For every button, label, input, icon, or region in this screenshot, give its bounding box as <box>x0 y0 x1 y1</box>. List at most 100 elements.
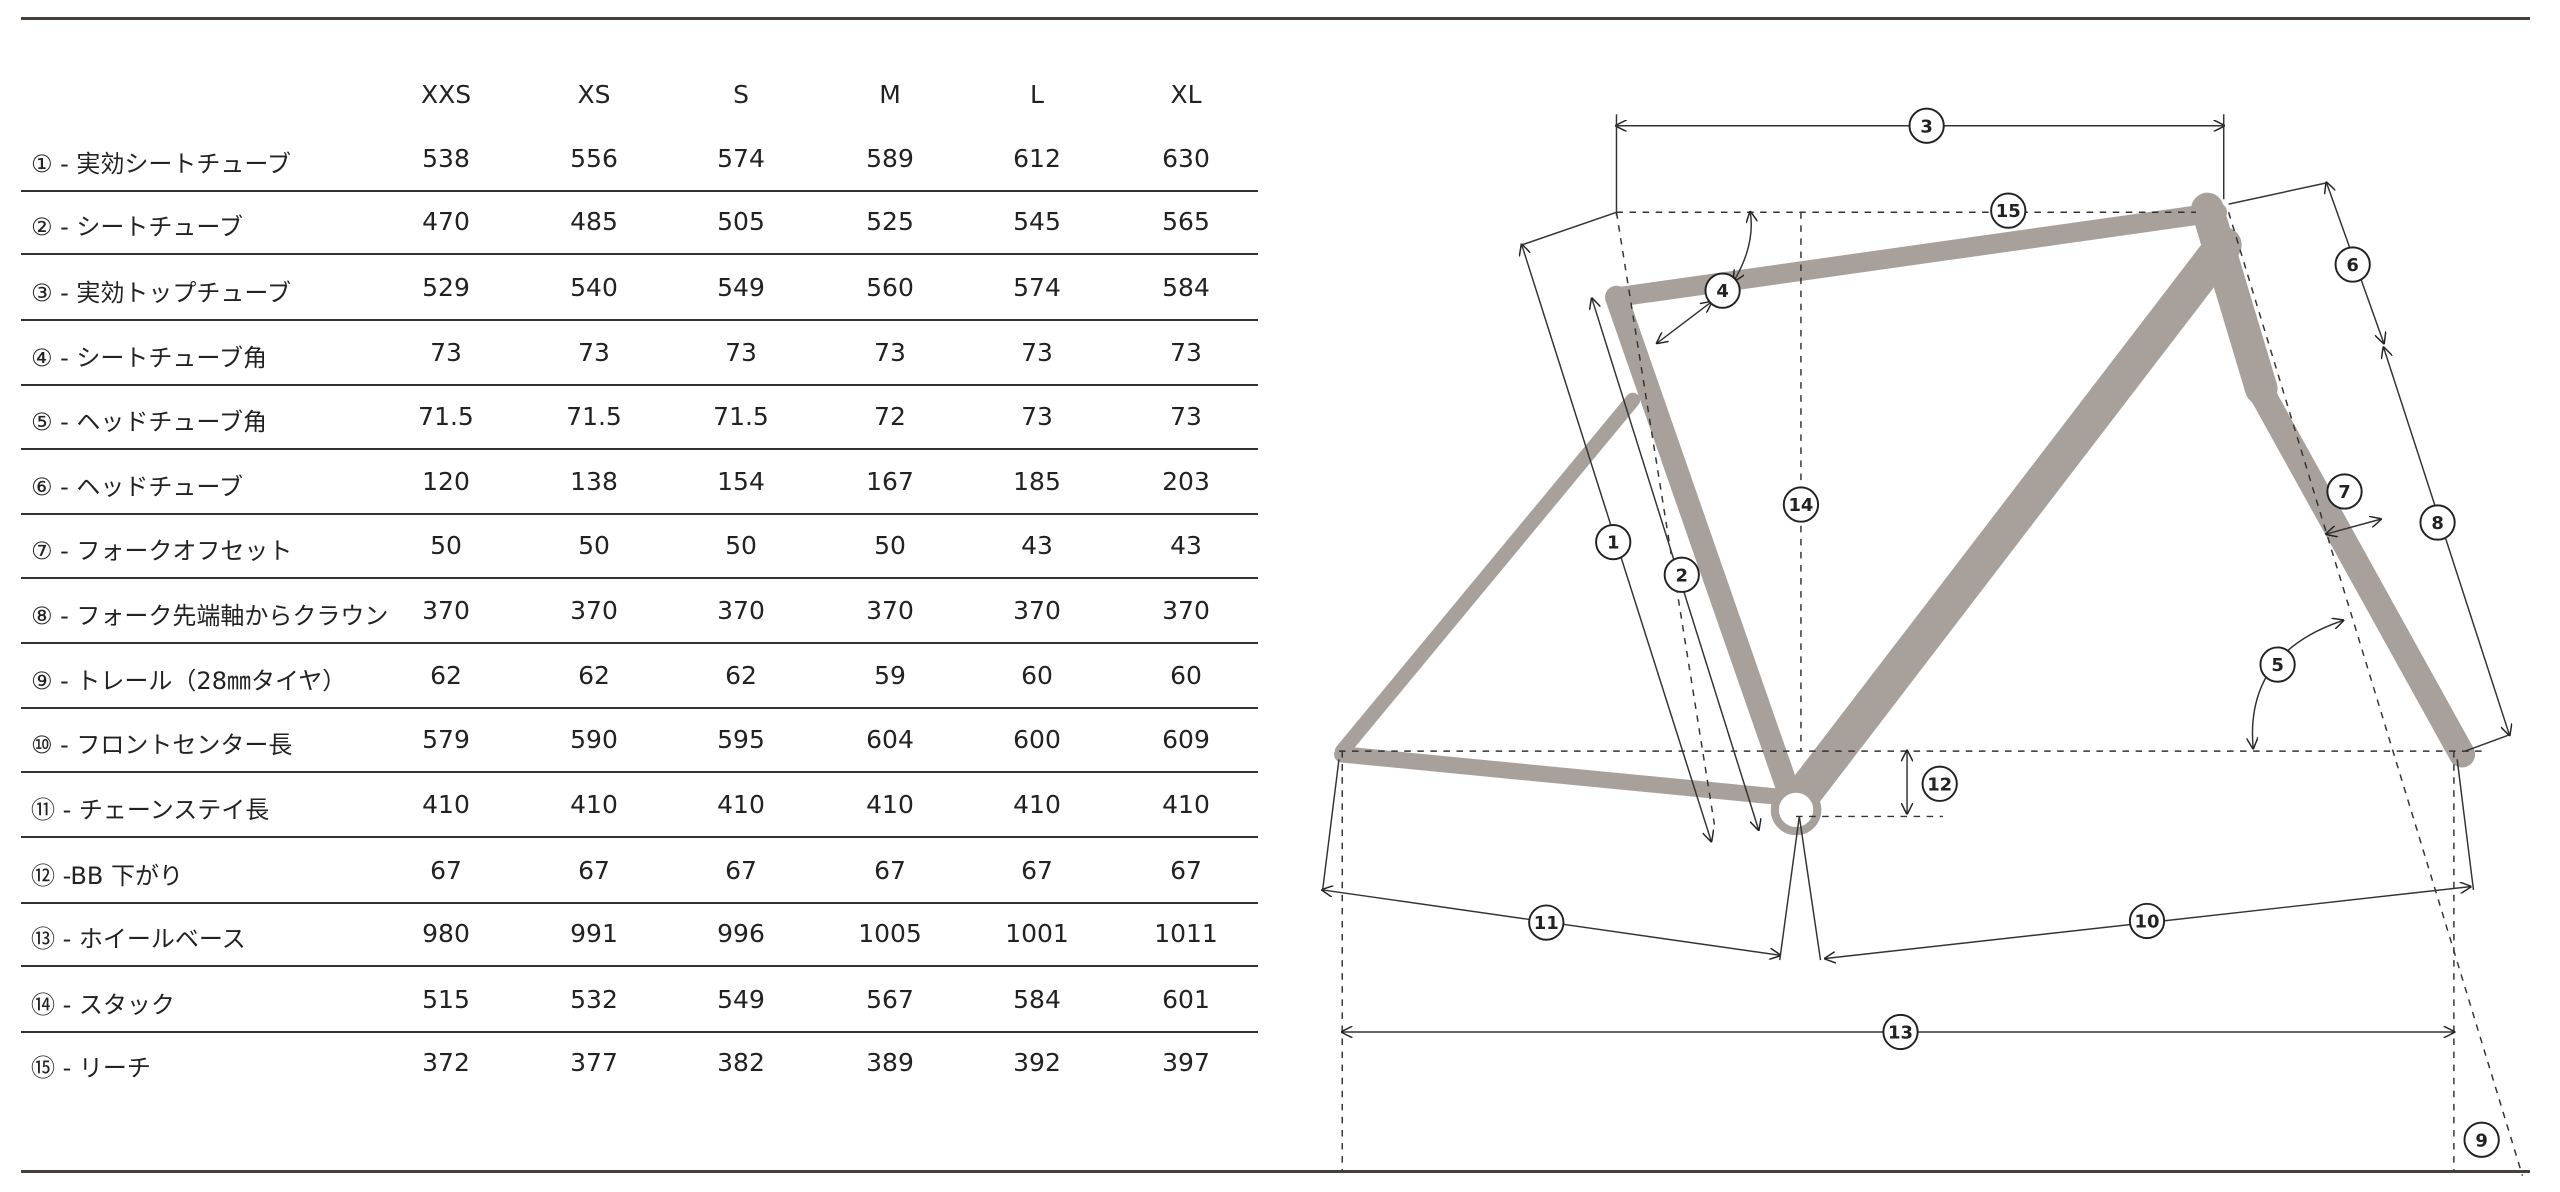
cell-value: 73 <box>1021 338 1053 367</box>
dimension-badge-14: 14 <box>1782 486 1820 523</box>
column-header-m: M <box>879 80 901 109</box>
cell-value: 50 <box>874 531 906 560</box>
cell-value: 505 <box>717 207 765 236</box>
row-label: ⑤ - ヘッドチューブ角 <box>31 408 267 436</box>
cell-value: 73 <box>578 338 610 367</box>
dimension-badge-8: 8 <box>2419 504 2456 541</box>
row-label: ③ - 実効トップチューブ <box>31 279 291 307</box>
row-label: ⑭ - スタック <box>31 991 175 1019</box>
cell-value: 579 <box>422 725 470 754</box>
dimension-badge-12: 12 <box>1921 765 1958 802</box>
cell-value: 1011 <box>1154 919 1218 948</box>
cell-value: 515 <box>422 985 470 1014</box>
cell-value: 545 <box>1013 207 1061 236</box>
cell-value: 410 <box>1013 790 1061 819</box>
dimension-line <box>2465 734 2510 752</box>
cell-value: 60 <box>1021 661 1053 690</box>
badge-number: 3 <box>1920 116 1932 137</box>
cell-value: 43 <box>1170 531 1202 560</box>
dimension-line <box>1321 759 1340 891</box>
cell-value: 410 <box>570 790 618 819</box>
cell-value: 73 <box>725 338 757 367</box>
fork <box>2248 378 2476 768</box>
dimension-line <box>2384 348 2510 735</box>
cell-value: 167 <box>866 467 914 496</box>
cell-value: 62 <box>430 661 462 690</box>
cell-value: 370 <box>1013 596 1061 625</box>
row-label: ⑦ - フォークオフセット <box>31 537 293 565</box>
cell-value: 73 <box>874 338 906 367</box>
column-header-l: L <box>1030 80 1044 109</box>
cell-value: 50 <box>578 531 610 560</box>
badge-number: 10 <box>2135 911 2160 932</box>
dimension-line <box>1778 816 1801 961</box>
column-header-s: S <box>733 80 749 109</box>
cell-value: 538 <box>422 144 470 173</box>
angle-arc <box>1657 302 1711 343</box>
dimension-line <box>2327 519 2381 534</box>
badge-number: 8 <box>2431 513 2443 534</box>
cell-value: 574 <box>717 144 765 173</box>
cell-value: 560 <box>866 273 914 302</box>
cell-value: 991 <box>570 919 618 948</box>
cell-value: 549 <box>717 985 765 1014</box>
cell-value: 185 <box>1013 467 1061 496</box>
dimension-badge-4: 4 <box>1704 272 1741 309</box>
badge-number: 11 <box>1534 913 1559 934</box>
cell-value: 71.5 <box>713 402 769 431</box>
cell-value: 590 <box>570 725 618 754</box>
cell-value: 62 <box>725 661 757 690</box>
row-label: ④ - シートチューブ角 <box>31 344 267 372</box>
dimension-line <box>1521 211 1617 246</box>
cell-value: 410 <box>866 790 914 819</box>
cell-value: 601 <box>1162 985 1210 1014</box>
row-label: ⑬ - ホイールベース <box>31 925 246 953</box>
cell-value: 370 <box>422 596 470 625</box>
cell-value: 67 <box>578 856 610 885</box>
cell-value: 59 <box>874 661 906 690</box>
cell-value: 67 <box>430 856 462 885</box>
angle-arc <box>2252 620 2342 747</box>
cell-value: 525 <box>866 207 914 236</box>
cell-value: 62 <box>578 661 610 690</box>
badge-number: 12 <box>1927 774 1952 795</box>
dimension-badge-9: 9 <box>2463 1121 2500 1158</box>
cell-value: 71.5 <box>566 402 622 431</box>
cell-value: 71.5 <box>418 402 474 431</box>
cell-value: 1005 <box>858 919 922 948</box>
cell-value: 389 <box>866 1048 914 1077</box>
dimension-line <box>1798 816 1822 961</box>
dimension-badge-1: 1 <box>1595 523 1632 561</box>
cell-value: 549 <box>717 273 765 302</box>
cell-value: 372 <box>422 1048 470 1077</box>
dimension-badge-7: 7 <box>2326 473 2363 510</box>
badge-number: 13 <box>1888 1023 1913 1044</box>
cell-value: 120 <box>422 467 470 496</box>
badge-number: 5 <box>2271 655 2283 676</box>
bike-frame-illustration <box>1334 192 2476 836</box>
cell-value: 600 <box>1013 725 1061 754</box>
cell-value: 73 <box>430 338 462 367</box>
seat-stay <box>1334 392 1641 759</box>
badge-number: 7 <box>2338 482 2350 503</box>
badge-number: 2 <box>1676 565 1688 586</box>
cell-value: 410 <box>717 790 765 819</box>
badge-number: 15 <box>1996 201 2021 222</box>
row-label: ⑫ -BB 下がり <box>31 862 183 890</box>
dimension-line <box>2227 212 2524 1176</box>
dimension-badge-2: 2 <box>1663 556 1700 593</box>
badge-number: 4 <box>1716 281 1728 302</box>
down-tube <box>1778 226 2242 822</box>
cell-value: 630 <box>1162 144 1210 173</box>
cell-value: 50 <box>430 531 462 560</box>
